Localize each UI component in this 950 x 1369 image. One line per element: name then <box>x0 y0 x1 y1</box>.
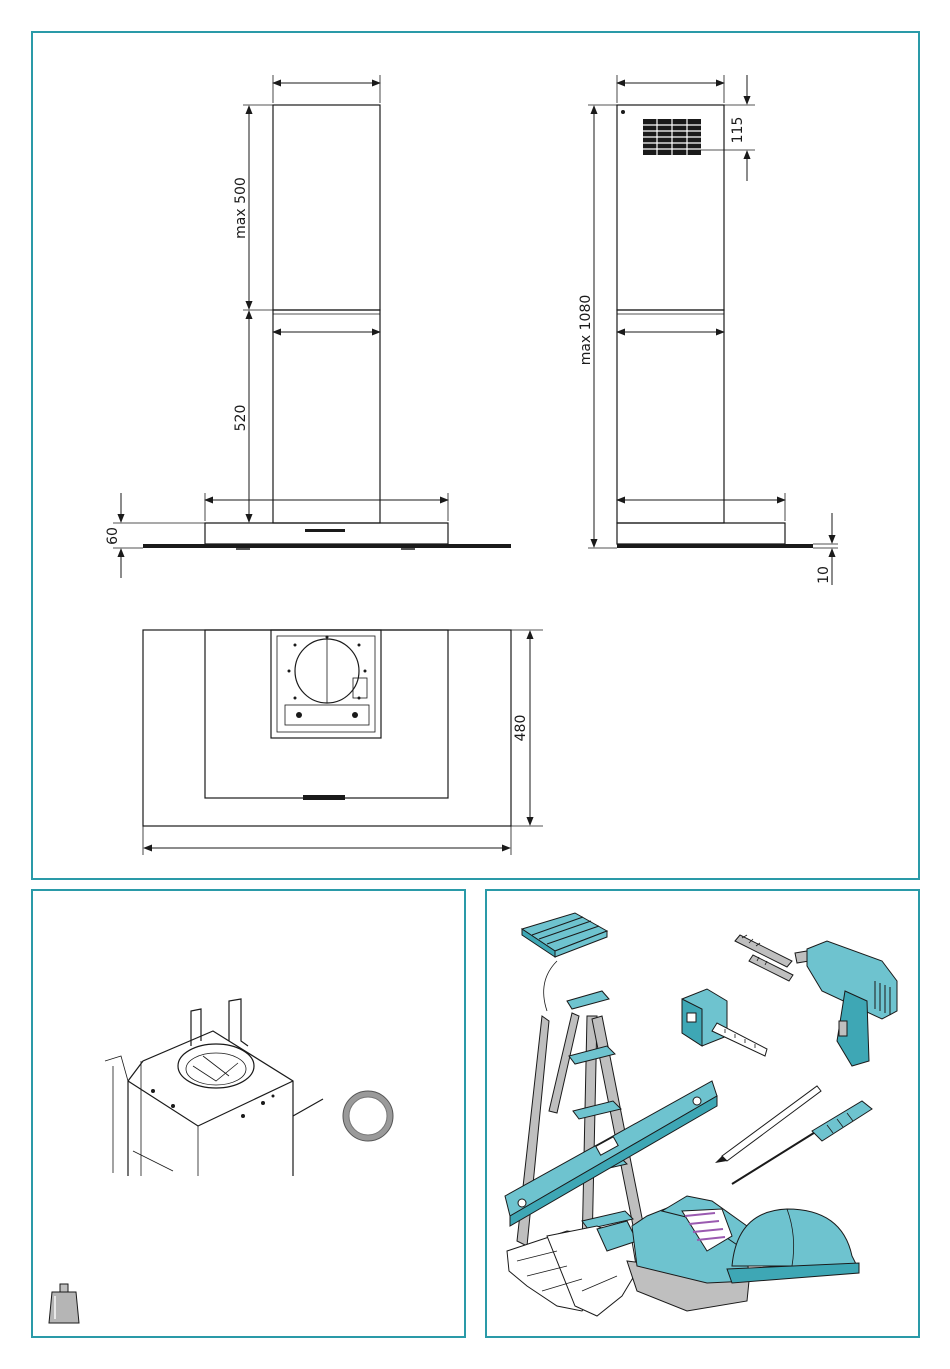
pencil-icon <box>715 1086 821 1163</box>
canopy-body <box>205 523 448 544</box>
electric-drill-icon <box>795 941 897 1066</box>
top-canopy-outline <box>205 630 448 798</box>
drill-bits-icon <box>735 935 793 981</box>
screwdriver-icon <box>732 1101 872 1184</box>
front-view: max 500 520 60 <box>105 75 511 578</box>
upper-chimney <box>273 105 380 310</box>
dimension-drawing: max 500 520 60 <box>33 33 922 882</box>
accessory-panel <box>31 889 466 1338</box>
total-height-dim: max 1080 <box>578 295 594 366</box>
glass-thickness-dim: 10 <box>816 566 832 584</box>
side-view: max 1080 115 10 <box>578 75 838 585</box>
lower-chimney-dim: 520 <box>233 405 249 432</box>
motor-unit-drawing <box>33 891 468 1340</box>
hard-hat-icon <box>727 1209 859 1283</box>
canopy-depth-dim: 480 <box>513 715 529 742</box>
ring-icon <box>343 1091 393 1141</box>
dimensions-panel: max 500 520 60 <box>31 31 920 880</box>
glass-panel <box>143 544 511 548</box>
motor-unit <box>105 999 323 1176</box>
top-view: 480 <box>143 630 543 855</box>
canopy-height-dim: 60 <box>105 527 121 545</box>
side-glass <box>617 544 813 548</box>
grille-offset-dim: 115 <box>730 117 746 144</box>
tape-measure-icon <box>682 989 767 1056</box>
motor-housing <box>271 630 381 738</box>
vent-grille <box>643 119 701 155</box>
side-lower-chimney <box>617 310 724 523</box>
upper-chimney-dim: max 500 <box>233 177 249 239</box>
side-canopy <box>617 523 785 544</box>
weight-icon <box>49 1284 79 1323</box>
lower-chimney <box>273 310 380 523</box>
tools-panel <box>485 889 920 1338</box>
control-strip <box>305 529 345 532</box>
tools-drawing <box>487 891 922 1340</box>
